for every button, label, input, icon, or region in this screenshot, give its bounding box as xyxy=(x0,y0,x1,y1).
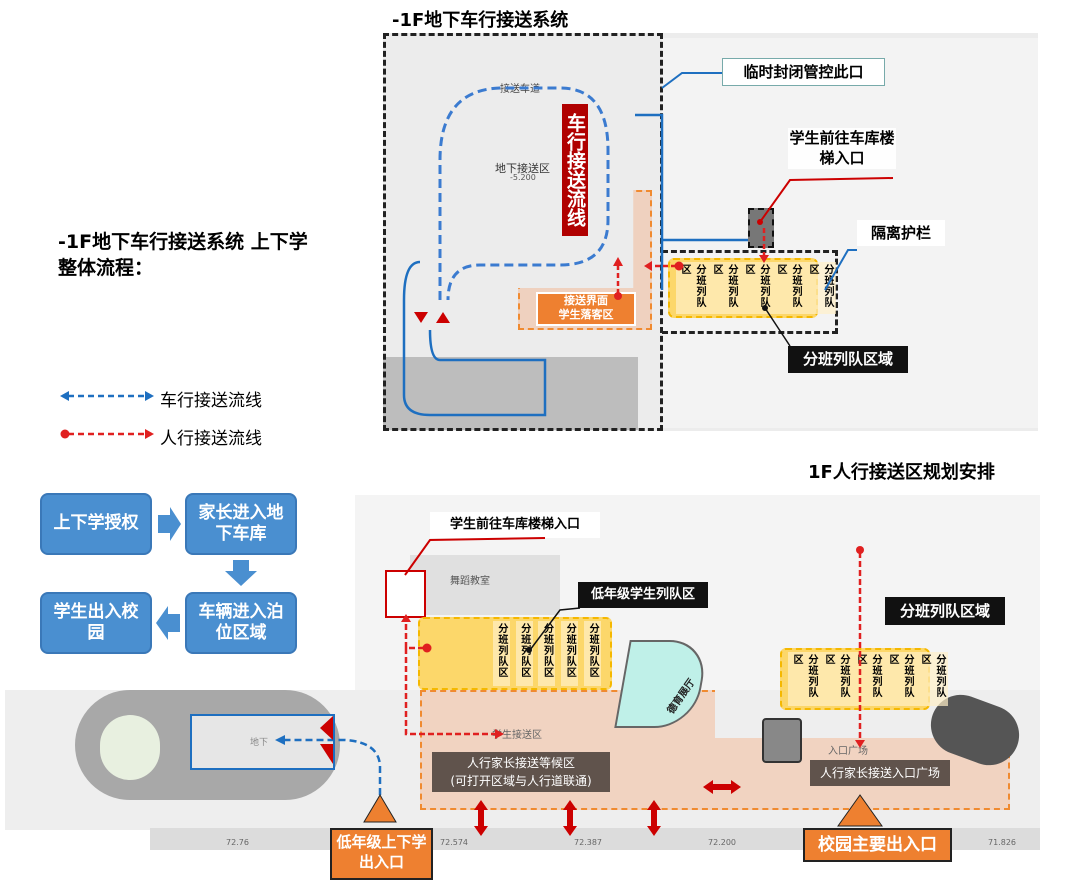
close-entry-label: 临时封闭管控此口 xyxy=(722,58,885,86)
lane-label: 接送车道 xyxy=(500,84,540,95)
elevation: 72.200 xyxy=(708,838,736,847)
queue-col: 分班列队区 xyxy=(708,262,740,314)
queue-boundary xyxy=(662,250,838,334)
elevation: 72.574 xyxy=(440,838,468,847)
flow-step-3: 车辆进入泊位区域 xyxy=(185,592,297,654)
elevation: 72.387 xyxy=(574,838,602,847)
queue-col: 分班列队区 xyxy=(515,621,533,686)
stair-entry-box xyxy=(385,570,426,618)
flow-step-4: 学生出入校园 xyxy=(40,592,152,654)
flow-arrow-left-icon xyxy=(156,606,180,640)
queue-col: 分班列队区 xyxy=(916,652,948,706)
legend-car-label: 车行接送流线 xyxy=(160,391,262,411)
queue-col: 分班列队区 xyxy=(676,262,708,314)
low-grade-gate-label: 低年级上下学出入口 xyxy=(330,828,433,880)
queue-col: 分班列队区 xyxy=(492,621,510,686)
red-dashed-arrow-icon xyxy=(60,429,154,439)
legend-car xyxy=(60,386,160,410)
plaza-label: 人行家长接送入口广场 xyxy=(810,760,950,786)
flow-step-1: 上下学授权 xyxy=(40,493,152,555)
car-flow-label: 车行接送流线 xyxy=(562,104,588,236)
elevation: 72.76 xyxy=(226,838,249,847)
queue-col: 分班列队区 xyxy=(561,621,579,686)
queue-col: 分班列队区 xyxy=(820,652,852,706)
flow-arrow-right-icon xyxy=(158,507,181,541)
low-grade-queue-zone: 分班列队区 分班列队区 分班列队区 分班列队区 分班列队区 xyxy=(418,617,612,690)
waiting-area-line1: 人行家长接送等候区 xyxy=(466,756,575,770)
queue-col: 分班列队区 xyxy=(788,652,820,706)
queue-area-label: 分班列队区域 xyxy=(788,346,908,373)
queue-col: 分班列队区 xyxy=(740,262,772,314)
garage-label: 地下 xyxy=(250,738,269,748)
queue-col: 分班列队区 xyxy=(538,621,556,686)
plaza-small-label: 入口广场 xyxy=(828,746,868,757)
queue-col: 分班列队区 xyxy=(584,621,602,686)
main-gate-label: 校园主要出入口 xyxy=(803,828,952,862)
queue-zone-top: 分班列队区 分班列队区 分班列队区 分班列队区 分班列队区 xyxy=(668,258,836,318)
bottom-queue-area-label: 分班列队区域 xyxy=(885,597,1005,625)
stair-core xyxy=(762,718,802,763)
bottom-stair-label: 学生前往车库楼梯入口 xyxy=(430,512,600,538)
blue-dashed-arrow-icon xyxy=(60,391,154,401)
top-title: -1F地下车行接送系统 xyxy=(392,10,569,31)
fence-label: 隔离护栏 xyxy=(857,220,945,246)
legend-walk xyxy=(60,424,160,448)
waiting-area-line2: (可打开区域与人行道联通) xyxy=(450,774,592,788)
elevation: 71.826 xyxy=(988,838,1016,847)
queue-col: 分班列队区 xyxy=(852,652,884,706)
dropoff-label: 接送界面 学生落客区 xyxy=(536,292,636,326)
dance-room-label: 舞蹈教室 xyxy=(450,576,490,587)
low-grade-queue-label: 低年级学生列队区 xyxy=(578,582,708,608)
stair-entry-label: 学生前往车库楼梯入口 xyxy=(788,128,896,169)
flow-arrow-down-icon xyxy=(225,560,257,586)
stair-box xyxy=(748,208,774,248)
queue-col: 分班列队区 xyxy=(804,262,836,314)
queue-col: 分班列队区 xyxy=(772,262,804,314)
waiting-area-label: 人行家长接送等候区 (可打开区域与人行道联通) xyxy=(432,752,610,792)
level-label: -5.200 xyxy=(510,173,536,182)
queue-col: 分班列队区 xyxy=(884,652,916,706)
bottom-title: 1F人行接送区规划安排 xyxy=(808,462,995,483)
pickup-label: 学生接送区 xyxy=(492,730,542,741)
flow-step-2: 家长进入地下车库 xyxy=(185,493,297,555)
side-title: -1F地下车行接送系统 上下学整体流程： xyxy=(58,231,308,279)
legend-walk-label: 人行接送流线 xyxy=(160,429,262,449)
queue-zone-bottom: 分班列队区 分班列队区 分班列队区 分班列队区 分班列队区 xyxy=(780,648,948,710)
green-island xyxy=(100,715,160,780)
